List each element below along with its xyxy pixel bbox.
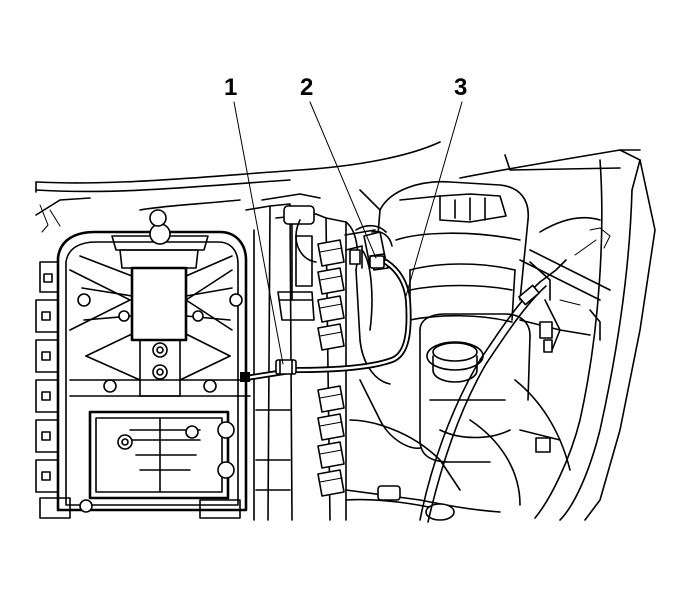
leader-line-1	[233, 101, 284, 365]
radiator-fan-shroud	[35, 209, 251, 519]
leader-line-2	[309, 101, 377, 259]
hood-outline	[35, 141, 641, 233]
vacuum-hose	[240, 255, 412, 382]
right-fender	[469, 159, 656, 521]
coolant-reservoir	[419, 313, 531, 463]
callout-label-1: 1	[224, 74, 237, 101]
leader-lines	[233, 101, 463, 365]
engine-center	[245, 193, 501, 521]
callout-label-3: 3	[454, 74, 467, 101]
leader-line-3	[405, 101, 463, 297]
wiring-harness	[419, 259, 567, 523]
callout-label-2: 2	[300, 74, 313, 101]
ignition-coils	[317, 239, 345, 497]
air-cleaner	[344, 180, 529, 323]
callouts: 1 2 3	[224, 74, 467, 101]
